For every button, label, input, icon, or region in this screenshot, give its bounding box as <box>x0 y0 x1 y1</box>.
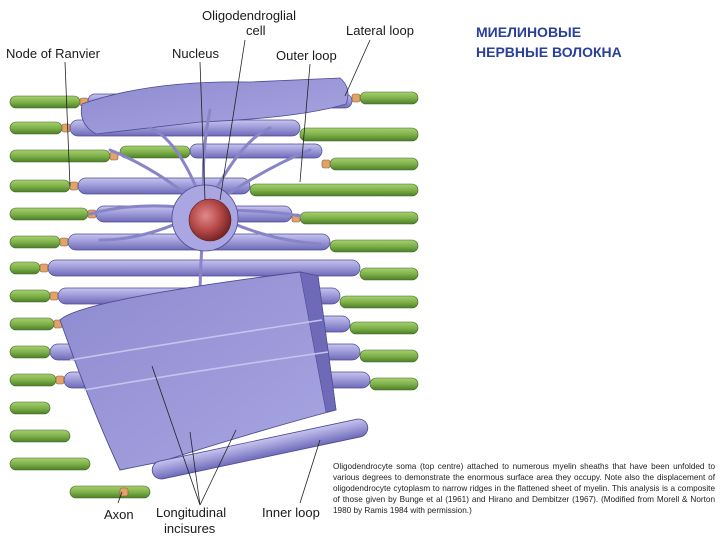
slide-title-line-2: НЕРВНЫЕ ВОЛОКНА <box>476 44 622 60</box>
node-of-ranvier <box>49 291 59 301</box>
axon-fiber <box>9 261 41 275</box>
node-of-ranvier <box>119 487 129 497</box>
label-longitudinal-incisures-1: Longitudinal <box>156 505 226 520</box>
longitudinal-incisure <box>69 319 323 361</box>
axon-fiber <box>359 267 419 281</box>
label-inner-loop: Inner loop <box>262 505 320 520</box>
axon-fiber <box>339 295 419 309</box>
longitudinal-incisure <box>83 351 329 391</box>
axon-fiber <box>9 289 51 303</box>
axon-fiber <box>9 317 55 331</box>
node-of-ranvier <box>59 237 69 247</box>
axon-fiber <box>9 345 51 359</box>
axon-fiber <box>9 457 91 471</box>
label-lateral-loop: Lateral loop <box>346 23 414 38</box>
axon-fiber <box>9 429 71 443</box>
leader-lines <box>64 39 371 506</box>
sheet-fold-edge <box>299 271 337 413</box>
axon-fiber <box>9 95 81 109</box>
myelin-sheath <box>47 259 361 277</box>
axon-fibers <box>9 91 419 499</box>
axon-fiber <box>9 207 89 221</box>
label-axon: Axon <box>104 507 134 522</box>
axon-fiber <box>369 377 419 391</box>
node-of-ranvier <box>55 375 65 385</box>
axon-fiber <box>249 183 419 197</box>
figure-caption: Oligodendrocyte soma (top centre) attach… <box>333 462 715 515</box>
slide-title: МИЕЛИНОВЫЕ НЕРВНЫЕ ВОЛОКНА <box>476 22 706 62</box>
slide-title-line-1: МИЕЛИНОВЫЕ <box>476 24 582 40</box>
inner-loop-tube <box>151 418 369 480</box>
label-oligodendroglial-cell-1: Oligodendroglial <box>202 8 296 23</box>
node-of-ranvier <box>39 263 49 273</box>
axon-fiber <box>9 149 111 163</box>
axon-fiber <box>69 485 151 499</box>
nucleus-icon <box>188 198 232 242</box>
node-of-ranvier <box>61 123 71 133</box>
node-of-ranvier <box>351 93 361 103</box>
axon-fiber <box>9 373 57 387</box>
axon-fiber <box>9 401 51 415</box>
label-nucleus: Nucleus <box>172 46 219 61</box>
axon-fiber <box>299 127 419 142</box>
myelin-sheath <box>189 143 323 159</box>
axon-fiber <box>329 239 419 253</box>
label-oligodendroglial-cell-2: cell <box>246 23 266 38</box>
node-of-ranvier <box>321 159 331 169</box>
axon-fiber <box>9 179 71 193</box>
axon-fiber <box>329 157 419 171</box>
axon-fiber <box>299 211 419 225</box>
axon-fiber <box>359 91 419 105</box>
lateral-loop-sheet <box>80 77 349 135</box>
label-node-of-ranvier: Node of Ranvier <box>6 46 101 61</box>
node-of-ranvier <box>69 181 79 191</box>
label-longitudinal-incisures-2: incisures <box>164 521 216 536</box>
axon-fiber <box>349 321 419 335</box>
axon-fiber <box>359 349 419 363</box>
label-outer-loop: Outer loop <box>276 48 337 63</box>
axon-fiber <box>9 121 63 135</box>
axon-fiber <box>9 235 61 249</box>
